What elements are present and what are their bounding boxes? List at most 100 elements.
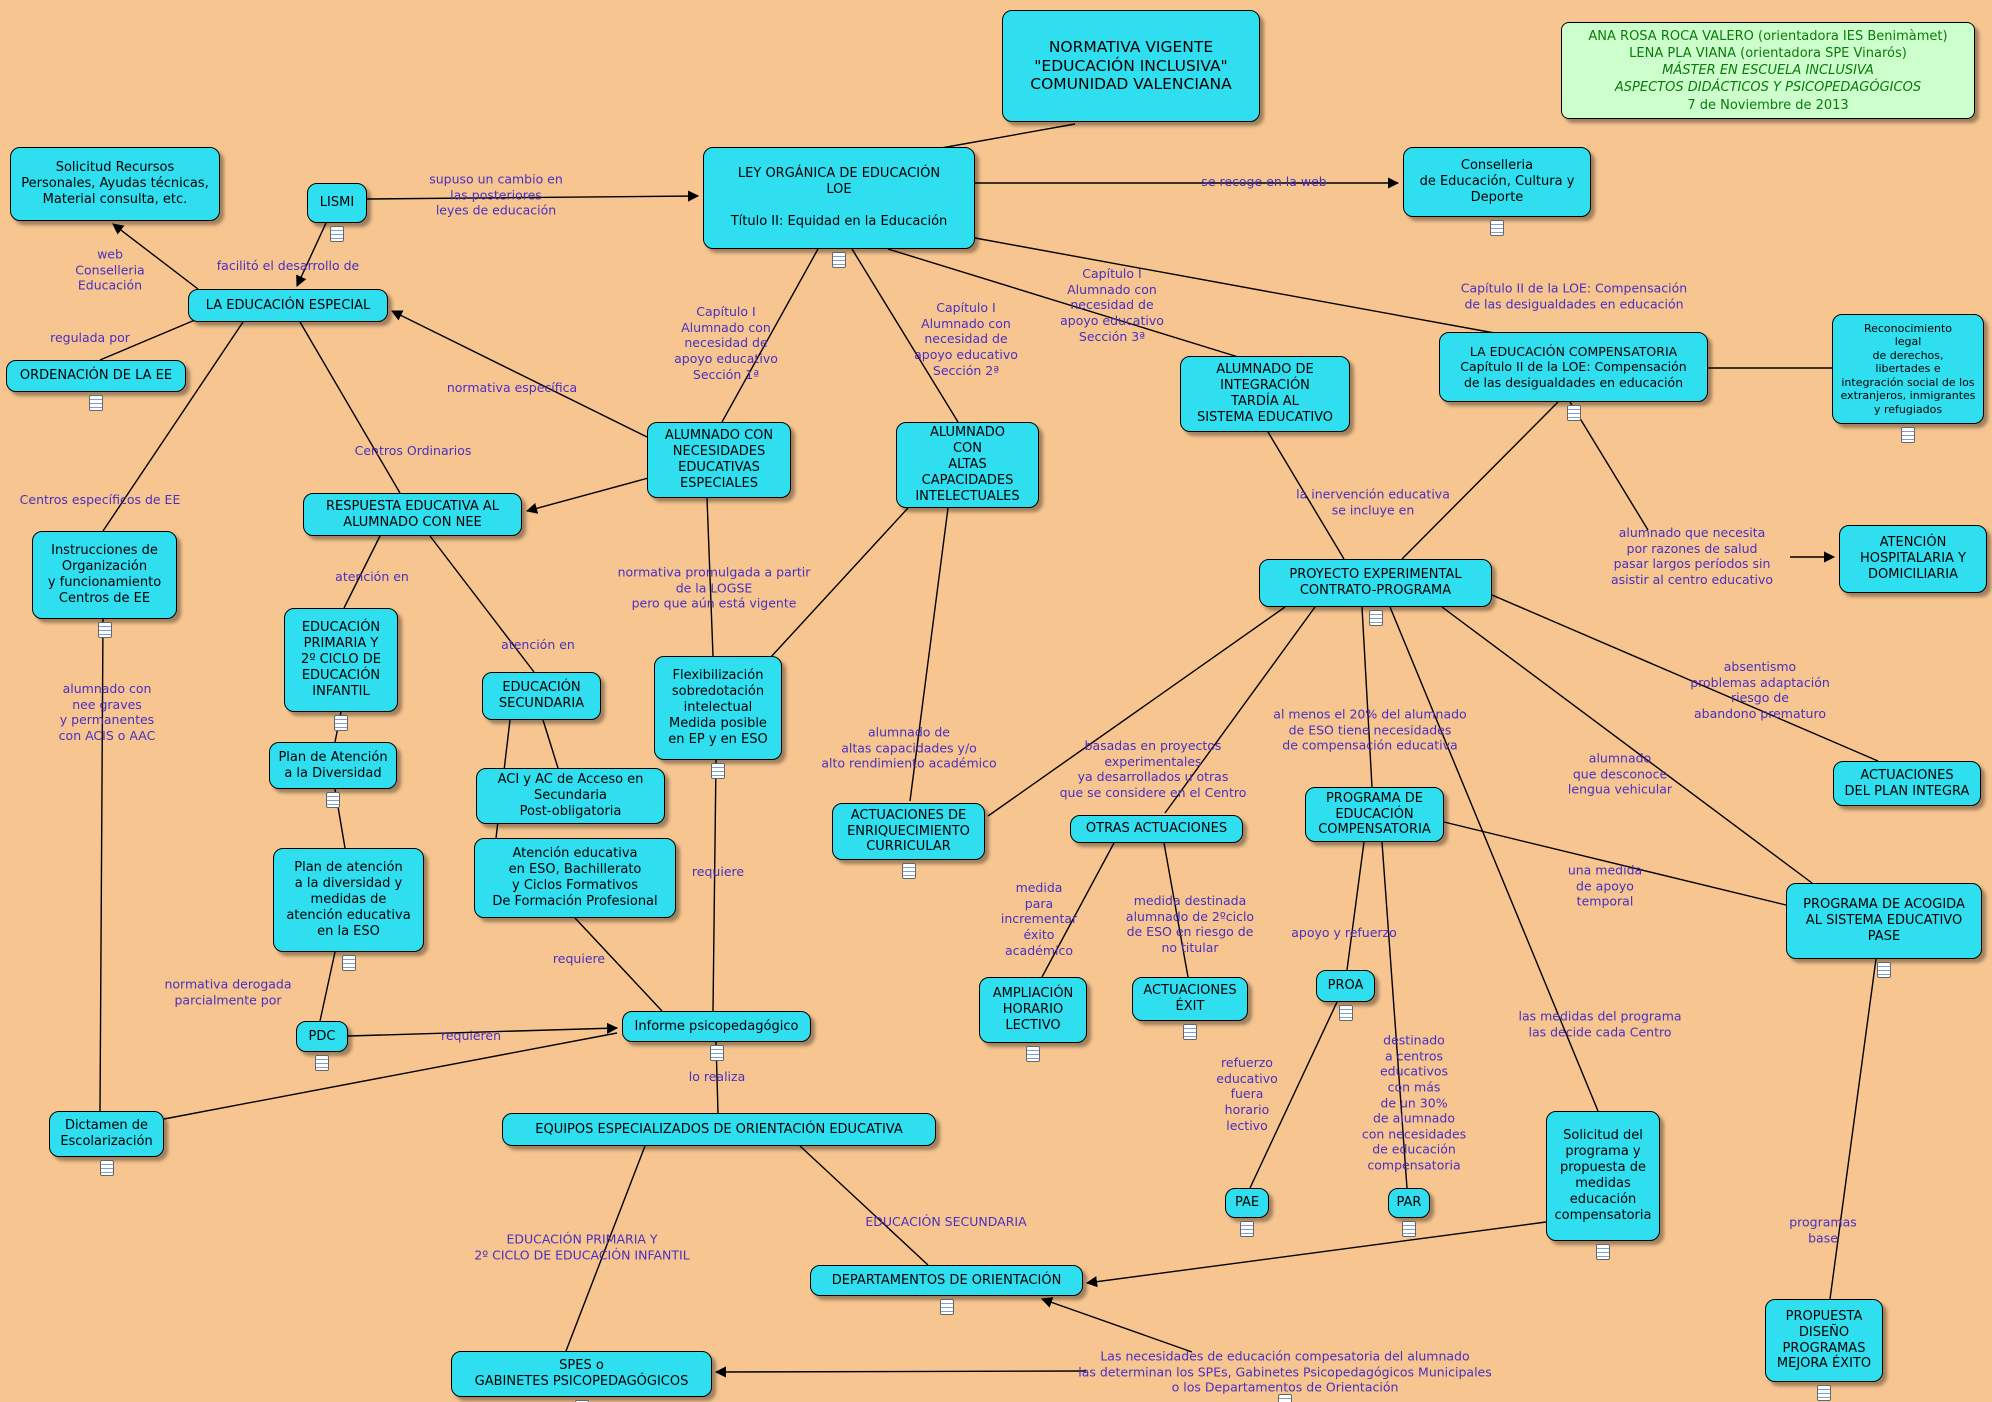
edge-dictamen-informe [163, 1032, 618, 1120]
plan-atencion-diversidad-resource-icon[interactable] [326, 792, 340, 808]
link-label-capitulo1-seccion3: Capítulo I Alumnado con necesidad de apo… [1060, 265, 1164, 344]
dictamen-resource-icon[interactable] [99, 1160, 114, 1176]
edge-respuesta-primaria [343, 535, 381, 609]
link-label-basadas-proyectos: basadas en proyectos experimentales ya d… [1059, 737, 1247, 800]
node-title[interactable]: NORMATIVA VIGENTE "EDUCACIÓN INCLUSIVA" … [1002, 10, 1260, 122]
node-actuaciones-exit[interactable]: ACTUACIONES ÉXIT [1132, 977, 1248, 1021]
educacion-compensatoria-resource-icon[interactable] [1566, 405, 1581, 421]
primaria-infantil-resource-icon[interactable] [334, 715, 348, 731]
edge-contrato-solicitud [1389, 606, 1599, 1112]
node-dictamen[interactable]: Dictamen de Escolarización [49, 1111, 164, 1157]
credits-line: LENA PLA VIANA (orientadora SPE Vinarós) [1629, 46, 1907, 62]
edge-equipos-departamentos [799, 1145, 929, 1266]
node-informe[interactable]: Informe psicopedagógico [622, 1011, 811, 1042]
node-secundaria[interactable]: EDUCACIÓN SECUNDARIA [482, 672, 601, 720]
pae-resource-icon[interactable] [1240, 1221, 1254, 1237]
node-plan-integra[interactable]: ACTUACIONES DEL PLAN INTEGRA [1833, 761, 1981, 806]
node-departamentos[interactable]: DEPARTAMENTOS DE ORIENTACIÓN [810, 1265, 1083, 1296]
proa-resource-icon[interactable] [1338, 1005, 1353, 1021]
contrato-programa-resource-icon[interactable] [1368, 610, 1383, 626]
edge-contrato-otras [1164, 606, 1316, 814]
node-integracion-tardia[interactable]: ALUMNADO DE INTEGRACIÓN TARDÍA AL SISTEM… [1180, 356, 1350, 432]
link-label-capitulo1-seccion1: Capítulo I Alumnado con necesidad de apo… [674, 303, 778, 382]
ampliacion-horario-resource-icon[interactable] [1026, 1046, 1040, 1062]
link-label-se-recoge-web: se recoge en la web [1201, 174, 1327, 190]
solicitud-programa-resource-icon[interactable] [1596, 1244, 1610, 1260]
link-label-nee-graves: alumnado con nee graves y permanentes co… [58, 680, 156, 743]
edge-secundaria-aci [542, 719, 559, 769]
link-label-programas-base: programas base [1789, 1214, 1857, 1245]
ordenacion-ee-resource-icon[interactable] [89, 395, 103, 411]
node-solicitud-recursos[interactable]: Solicitud Recursos Personales, Ayudas té… [10, 147, 220, 221]
link-label-requiere-1: requiere [691, 864, 745, 880]
edge-contrato-plan-integra [1491, 594, 1879, 762]
conselleria-resource-icon[interactable] [1490, 220, 1504, 236]
instrucciones-ee-resource-icon[interactable] [97, 622, 112, 638]
node-primaria-infantil[interactable]: EDUCACIÓN PRIMARIA Y 2º CICLO DE EDUCACI… [284, 608, 398, 712]
node-equipos[interactable]: EQUIPOS ESPECIALIZADOS DE ORIENTACIÓN ED… [502, 1113, 936, 1146]
link-label-apoyo-refuerzo: apoyo y refuerzo [1291, 925, 1397, 941]
edge-programa-comp-par [1381, 841, 1408, 1189]
node-ampliacion-horario[interactable]: AMPLIACIÓN HORARIO LECTIVO [979, 977, 1087, 1043]
node-altas-capacidades[interactable]: ALUMNADO CON ALTAS CAPACIDADES INTELECTU… [896, 422, 1039, 508]
node-otras-actuaciones[interactable]: OTRAS ACTUACIONES [1070, 815, 1243, 843]
link-label-al-menos-20: al menos el 20% del alumnado de ESO tien… [1273, 706, 1467, 753]
node-ordenacion-ee[interactable]: ORDENACIÓN DE LA EE [6, 360, 186, 392]
node-instrucciones-ee[interactable]: Instrucciones de Organización y funciona… [32, 531, 177, 619]
par-resource-icon[interactable] [1402, 1221, 1416, 1237]
node-propuesta[interactable]: PROPUESTA DISEÑO PROGRAMAS MEJORA ÉXITO [1765, 1299, 1883, 1382]
spes-resource-icon[interactable] [574, 1400, 589, 1402]
pase-resource-icon[interactable] [1877, 962, 1891, 978]
node-pae[interactable]: PAE [1225, 1188, 1269, 1218]
node-pdc[interactable]: PDC [296, 1021, 348, 1052]
link-label-necesidades-texto: Las necesidades de educación compesatori… [1078, 1348, 1492, 1395]
label-necesidades-texto-resource-icon[interactable] [1278, 1394, 1292, 1402]
flexibilizacion-resource-icon[interactable] [711, 763, 725, 779]
node-atencion-hospitalaria[interactable]: ATENCIÓN HOSPITALARIA Y DOMICILIARIA [1839, 525, 1987, 593]
informe-resource-icon[interactable] [709, 1045, 724, 1061]
node-enriquecimiento[interactable]: ACTUACIONES DE ENRIQUECIMIENTO CURRICULA… [832, 803, 985, 860]
link-label-refuerzo-fuera: refuerzo educativo fuera horario lectivo [1216, 1054, 1278, 1133]
edge-acnee-flexibilizacion [706, 497, 714, 657]
departamentos-resource-icon[interactable] [939, 1299, 954, 1315]
node-acnee[interactable]: ALUMNADO CON NECESIDADES EDUCATIVAS ESPE… [647, 422, 791, 498]
link-label-lo-realiza: lo realiza [688, 1069, 746, 1085]
edge-loe-integracion [887, 248, 1249, 361]
node-pase[interactable]: PROGRAMA DE ACOGIDA AL SISTEMA EDUCATIVO… [1786, 883, 1982, 959]
actuaciones-exit-resource-icon[interactable] [1183, 1024, 1197, 1040]
node-spes[interactable]: SPES o GABINETES PSICOPEDAGÓGICOS [451, 1351, 712, 1397]
credits-box[interactable]: ANA ROSA ROCA VALERO (orientadora IES Be… [1561, 22, 1975, 119]
node-par[interactable]: PAR [1388, 1188, 1430, 1218]
node-flexibilizacion[interactable]: Flexibilización sobredotación intelectua… [654, 656, 782, 760]
propuesta-resource-icon[interactable] [1817, 1385, 1831, 1401]
edge-title-loe [929, 123, 1076, 151]
link-label-intervencion-educativa: la inervención educativa se incluye en [1296, 486, 1450, 517]
node-educacion-compensatoria[interactable]: LA EDUCACIÓN COMPENSATORIA Capítulo II d… [1439, 332, 1708, 402]
loe-resource-icon[interactable] [832, 252, 846, 268]
node-loe[interactable]: LEY ORGÁNICA DE EDUCACIÓN LOE Título II:… [703, 147, 975, 249]
node-aci-ac[interactable]: ACI y AC de Acceso en Secundaria Post-ob… [476, 768, 665, 824]
node-solicitud-programa[interactable]: Solicitud del programa y propuesta de me… [1546, 1111, 1660, 1241]
node-proa[interactable]: PROA [1316, 970, 1375, 1002]
node-contrato-programa[interactable]: PROYECTO EXPERIMENTAL CONTRATO-PROGRAMA [1259, 559, 1492, 607]
link-label-medida-apoyo-temporal: una medida de apoyo temporal [1567, 862, 1643, 909]
pdc-resource-icon[interactable] [315, 1055, 329, 1071]
edge-loe-acnee [721, 248, 819, 423]
node-programa-compensatoria[interactable]: PROGRAMA DE EDUCACIÓN COMPENSATORIA [1305, 787, 1444, 842]
lismi-resource-icon[interactable] [330, 226, 344, 242]
node-atencion-eso-bach[interactable]: Atención educativa en ESO, Bachillerato … [474, 838, 676, 918]
node-lismi[interactable]: LISMI [307, 183, 367, 223]
reconocimiento-legal-resource-icon[interactable] [1901, 427, 1915, 443]
node-respuesta-nee[interactable]: RESPUESTA EDUCATIVA AL ALUMNADO CON NEE [303, 493, 522, 536]
link-label-destinado-centros: destinado a centros educativos con más d… [1361, 1032, 1467, 1173]
enriquecimiento-resource-icon[interactable] [901, 863, 916, 879]
plan-atencion-eso-resource-icon[interactable] [341, 955, 356, 971]
edge-otras-ampliacion [1041, 842, 1115, 978]
node-plan-atencion-eso[interactable]: Plan de atención a la diversidad y medid… [273, 848, 424, 952]
credits-line: MÁSTER EN ESCUELA INCLUSIVA [1662, 63, 1874, 79]
link-label-facilito-desarrollo: facilitó el desarrollo de [216, 258, 360, 274]
node-educacion-especial[interactable]: LA EDUCACIÓN ESPECIAL [188, 289, 388, 322]
node-plan-atencion-diversidad[interactable]: Plan de Atención a la Diversidad [269, 742, 397, 789]
node-conselleria[interactable]: Conselleria de Educación, Cultura y Depo… [1403, 147, 1591, 217]
node-reconocimiento-legal[interactable]: Reconocimiento legal de derechos, libert… [1832, 314, 1984, 424]
